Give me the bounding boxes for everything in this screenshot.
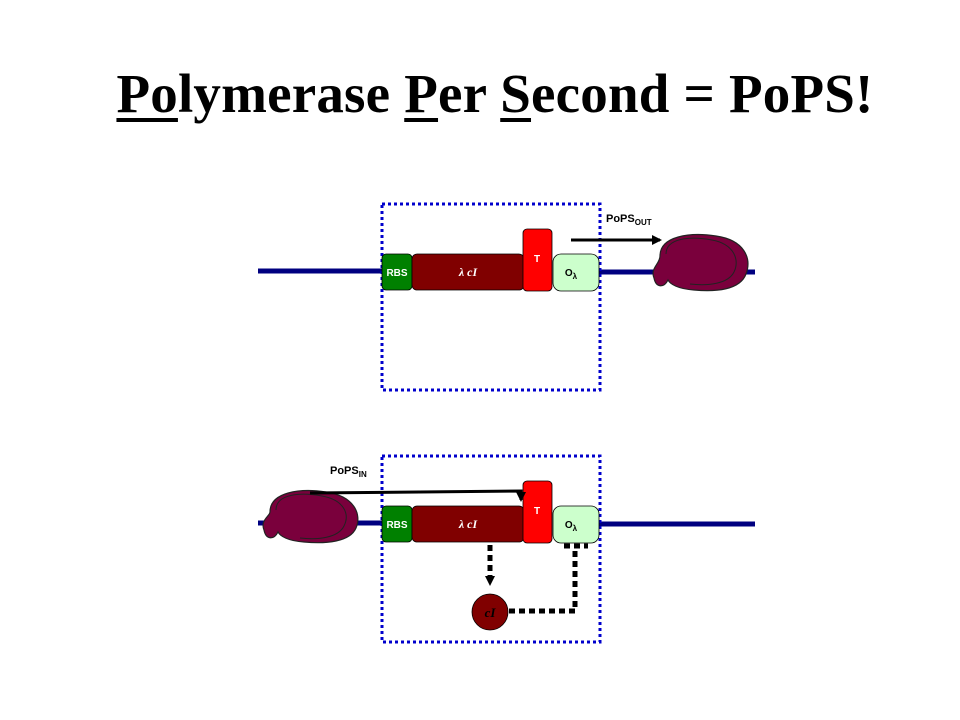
bottom-pops-in-label: PoPSIN bbox=[330, 465, 367, 479]
bottom-device: RBS λ cI T Oλ PoPSIN cI bbox=[258, 454, 755, 644]
bottom-device-boundary bbox=[380, 454, 602, 644]
top-terminator-label: T bbox=[534, 254, 540, 265]
bottom-terminator-part[interactable] bbox=[522, 480, 553, 544]
top-pops-out-label: PoPSOUT bbox=[606, 213, 652, 227]
top-rbs-label: RBS bbox=[386, 268, 407, 279]
top-device-boundary bbox=[380, 202, 602, 392]
bottom-gene-label: λ cI bbox=[458, 517, 479, 531]
bottom-pops-arrow bbox=[309, 489, 526, 502]
top-polymerase-icon bbox=[652, 234, 749, 292]
ci-protein[interactable] bbox=[471, 593, 509, 631]
title-rest: econd = PoPS! bbox=[531, 63, 874, 124]
bottom-pops-text: PoPS bbox=[330, 465, 359, 477]
top-operator-letter: O bbox=[565, 268, 573, 279]
bottom-terminator-label: T bbox=[534, 506, 540, 517]
top-pops-sub: OUT bbox=[635, 218, 652, 227]
title-er: er bbox=[438, 63, 501, 124]
title-lymerase: lymerase bbox=[177, 63, 405, 124]
ci-protein-label: cI bbox=[485, 605, 497, 620]
slide-title: Polymerase Per Second = PoPS! bbox=[0, 62, 960, 125]
top-device: RBS λ cI T Oλ PoPSOUT bbox=[258, 202, 755, 392]
bottom-pops-sub: IN bbox=[359, 470, 367, 479]
bottom-operator-sub: λ bbox=[573, 524, 578, 533]
top-gene-label: λ cI bbox=[458, 265, 479, 279]
bottom-operator-part[interactable] bbox=[552, 505, 600, 544]
bottom-rbs-label: RBS bbox=[386, 520, 407, 531]
top-operator-part[interactable] bbox=[552, 253, 600, 292]
top-operator-sub: λ bbox=[573, 272, 578, 281]
repression-link bbox=[509, 547, 578, 614]
bottom-operator-letter: O bbox=[565, 520, 573, 531]
top-pops-text: PoPS bbox=[606, 213, 635, 225]
bottom-operator-label: Oλ bbox=[565, 520, 578, 533]
top-operator-label: Oλ bbox=[565, 268, 578, 281]
title-s: S bbox=[500, 63, 532, 124]
title-po: Po bbox=[116, 63, 178, 124]
top-terminator-part[interactable] bbox=[522, 228, 553, 292]
bottom-polymerase-icon bbox=[262, 490, 359, 544]
title-p: P bbox=[404, 63, 439, 124]
